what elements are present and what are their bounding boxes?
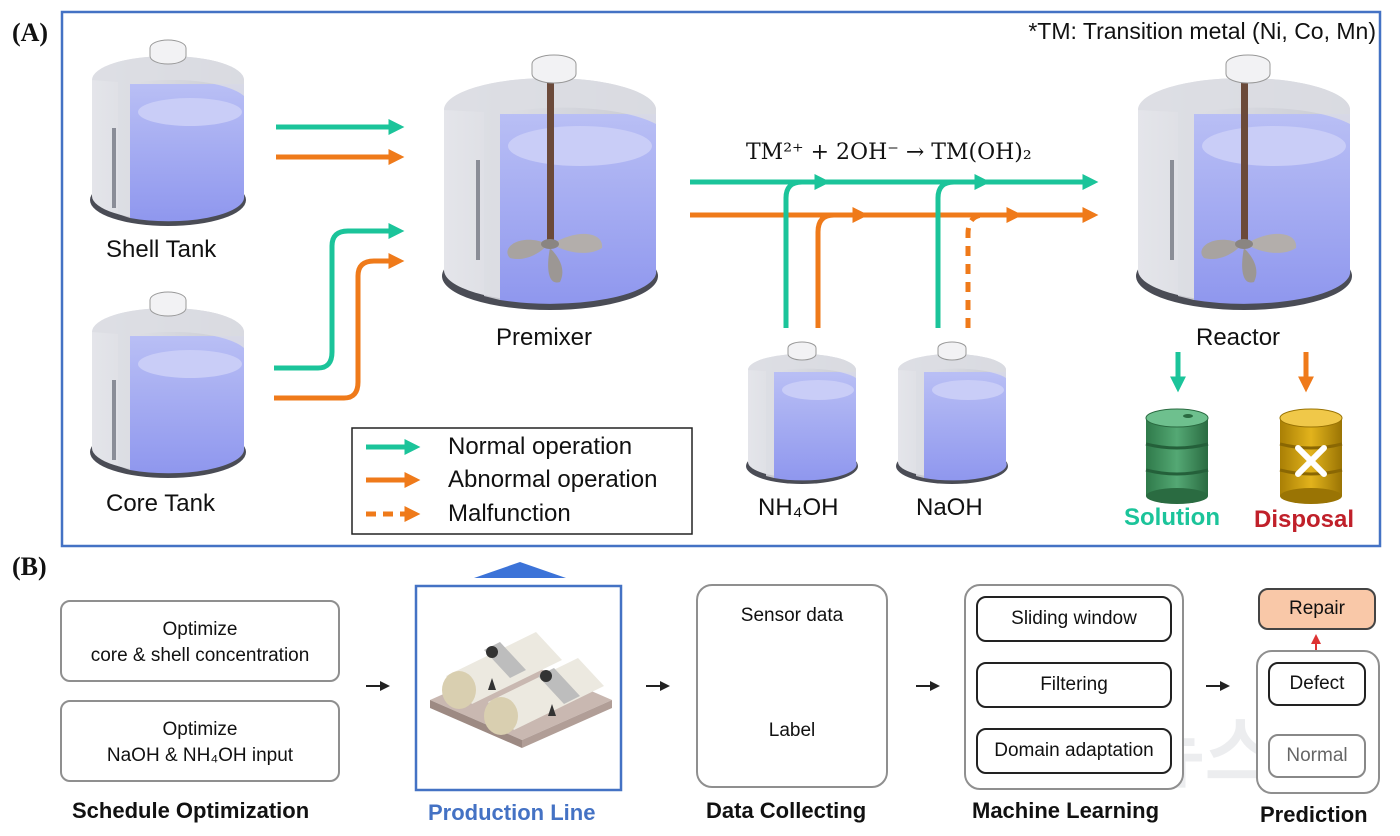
schedule-optimization-title: Schedule Optimization [72,798,310,823]
solution-label: Solution [1124,504,1220,531]
reaction-equation: TM²⁺ + 2OH⁻ → TM(OH)₂ [746,140,1032,165]
reactor-icon [1136,54,1352,310]
nh4oh-normal-feed [783,173,831,328]
solution-barrel-icon [1145,408,1209,504]
legend-normal-label: Normal operation [448,433,633,460]
naoh-malfunction-feed [965,206,1023,328]
disposal-label: Disposal [1254,506,1355,533]
up-triangle-icon [474,562,566,578]
production-line-title: Production Line [428,800,596,825]
defect-box: Defect [1268,662,1366,706]
optimize-input-line1: Optimize [162,719,238,740]
naoh-label: NaOH [916,494,983,521]
tm-footnote: *TM: Transition metal (Ni, Co, Mn) [1028,18,1376,44]
data-collecting-title: Data Collecting [706,798,867,823]
premixer-label: Premixer [496,324,593,351]
flow-arrows [274,118,1315,401]
panel-a-tag: (A) [12,18,49,47]
core-tank-label: Core Tank [106,490,215,517]
normal-box: Normal [1268,734,1366,778]
nh4oh-abnormal-feed [815,206,869,328]
naoh-tank-icon [896,341,1008,484]
label-data-label: Label [768,720,816,741]
core-tank-icon [90,291,246,478]
x-mark-icon [1295,445,1327,477]
core-abnormal-arrow [274,252,405,401]
legend-abnormal-label: Abnormal operation [448,466,658,493]
optimize-concentration-line1: Optimize [162,619,238,640]
shell-tank-icon [90,39,246,226]
panel-a-frame [60,10,1382,548]
filtering-box: Filtering [976,662,1172,708]
premixer-icon [442,54,658,310]
sensor-data-label: Sensor data [740,605,844,626]
optimize-input-line2: NaOH & NH₄OH input [106,745,294,766]
machine-learning-title: Machine Learning [972,798,1160,823]
disposal-barrel-icon [1279,408,1343,504]
reactor-label: Reactor [1196,324,1281,351]
optimize-concentration-line2: core & shell concentration [90,645,310,666]
prediction-title: Prediction [1260,802,1368,827]
panel-b-tag: (B) [12,552,47,581]
shell-tank-label: Shell Tank [106,236,217,263]
production-line-icon [430,632,612,748]
legend-malfunction-label: Malfunction [448,500,571,527]
data-collecting-box [696,584,888,788]
core-normal-arrow [274,222,405,371]
repair-box: Repair [1258,588,1376,630]
optimize-concentration-box: Optimize core & shell concentration [60,600,340,682]
nh4oh-tank-icon [746,341,858,484]
optimize-input-box: Optimize NaOH & NH₄OH input [60,700,340,782]
nh4oh-label: NH₄OH [758,494,839,521]
naoh-normal-feed [935,173,991,328]
sliding-window-box: Sliding window [976,596,1172,642]
domain-adaptation-box: Domain adaptation [976,728,1172,774]
legend-swatches [366,438,421,523]
